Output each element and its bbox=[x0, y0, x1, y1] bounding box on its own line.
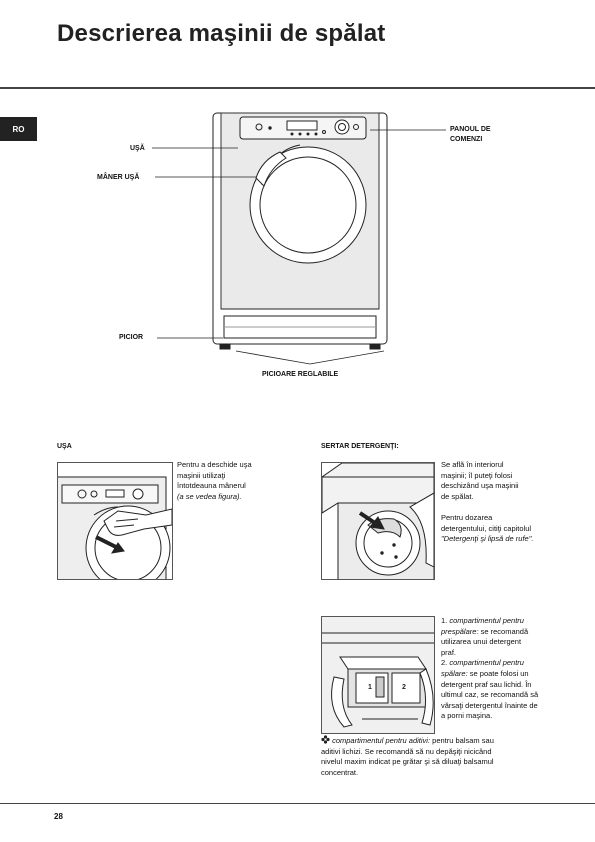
label-door-handle: MÂNER UŞĂ bbox=[97, 174, 140, 181]
door-section-heading: UŞA bbox=[57, 443, 72, 450]
door-handle bbox=[255, 151, 287, 187]
language-tab: RO bbox=[0, 117, 37, 141]
item2-line-d: ultimul caz, se recomandă să bbox=[441, 690, 539, 700]
page-title: Descrierea maşinii de spălat bbox=[57, 20, 386, 47]
footer-rule bbox=[0, 803, 595, 804]
svg-text:1: 1 bbox=[368, 684, 372, 691]
compartment-list: 1. compartimentul pentru prespălare: se … bbox=[441, 616, 581, 722]
washing-machine-diagram bbox=[152, 112, 446, 365]
label-control-panel-2: COMENZI bbox=[450, 136, 483, 143]
label-control-panel-1: PANOUL DE bbox=[450, 126, 491, 133]
item2-line-e: vărsaţi detergentul înainte de bbox=[441, 700, 538, 710]
drawer-open-figure bbox=[321, 462, 435, 580]
drawer-p1-line-3: deschizând uşa maşinii bbox=[441, 481, 519, 491]
door-line-3: întotdeauna mânerul bbox=[177, 481, 246, 491]
item3-line-c: nivelul maxim indicat pe grătar şi să di… bbox=[321, 757, 494, 767]
item2-line-f: a porni maşina. bbox=[441, 711, 493, 721]
header-rule bbox=[0, 87, 595, 89]
door-line-2: maşinii utilizaţi bbox=[177, 470, 226, 480]
drawer-p1-line-4: de spălat. bbox=[441, 491, 474, 501]
item2-line-b: spălare: se poate folosi un bbox=[441, 668, 529, 678]
drawer-p2-reference: "Detergenţi şi lipsă de rufe". bbox=[441, 534, 534, 544]
door-note: (a se vedea figura). bbox=[177, 491, 242, 501]
item1-line-d: praf. bbox=[441, 647, 457, 657]
drawer-p2-line-1: Pentru dozarea bbox=[441, 512, 493, 522]
drawer-section-heading: SERTAR DETERGENŢI: bbox=[321, 443, 399, 450]
door-instructions: Pentru a deschide uşa maşinii utilizaţi … bbox=[177, 460, 297, 502]
item2-line-c: detergent praf sau lichid. În bbox=[441, 679, 532, 689]
drawer-p2-line-2: detergentului, citiţi capitolul bbox=[441, 523, 532, 533]
item2-line-a: 2. compartimentul pentru bbox=[441, 658, 524, 668]
flower-icon bbox=[321, 735, 330, 744]
svg-text:2: 2 bbox=[402, 684, 406, 691]
drawer-compartments-figure: 1 2 bbox=[321, 616, 435, 734]
label-door: UŞĂ bbox=[130, 145, 145, 152]
drawer-description: Se află în interiorul maşinii; îl puteţi… bbox=[441, 460, 576, 545]
item1-line-a: 1. compartimentul pentru bbox=[441, 616, 524, 625]
door-line-1: Pentru a deschide uşa bbox=[177, 460, 252, 469]
door-figure bbox=[57, 462, 173, 580]
item3-line-b: aditivi lichizi. Se recomandă să nu depă… bbox=[321, 746, 492, 756]
item3-line-d: concentrat. bbox=[321, 767, 359, 777]
label-foot: PICIOR bbox=[119, 334, 144, 341]
label-adjustable-feet: PICIOARE REGLABILE bbox=[262, 371, 339, 378]
additive-compartment-text: compartimentul pentru aditivi: pentru ba… bbox=[321, 735, 566, 778]
page-number: 28 bbox=[54, 812, 63, 821]
drawer-p1-line-2: maşinii; îl puteţi folosi bbox=[441, 470, 513, 480]
item1-line-c: utilizarea unui detergent bbox=[441, 637, 522, 647]
drawer-p1-line-1: Se află în interiorul bbox=[441, 460, 504, 469]
item3-line-a: compartimentul pentru aditivi: pentru ba… bbox=[321, 735, 566, 747]
item1-line-b: prespălare: se recomandă bbox=[441, 626, 529, 636]
